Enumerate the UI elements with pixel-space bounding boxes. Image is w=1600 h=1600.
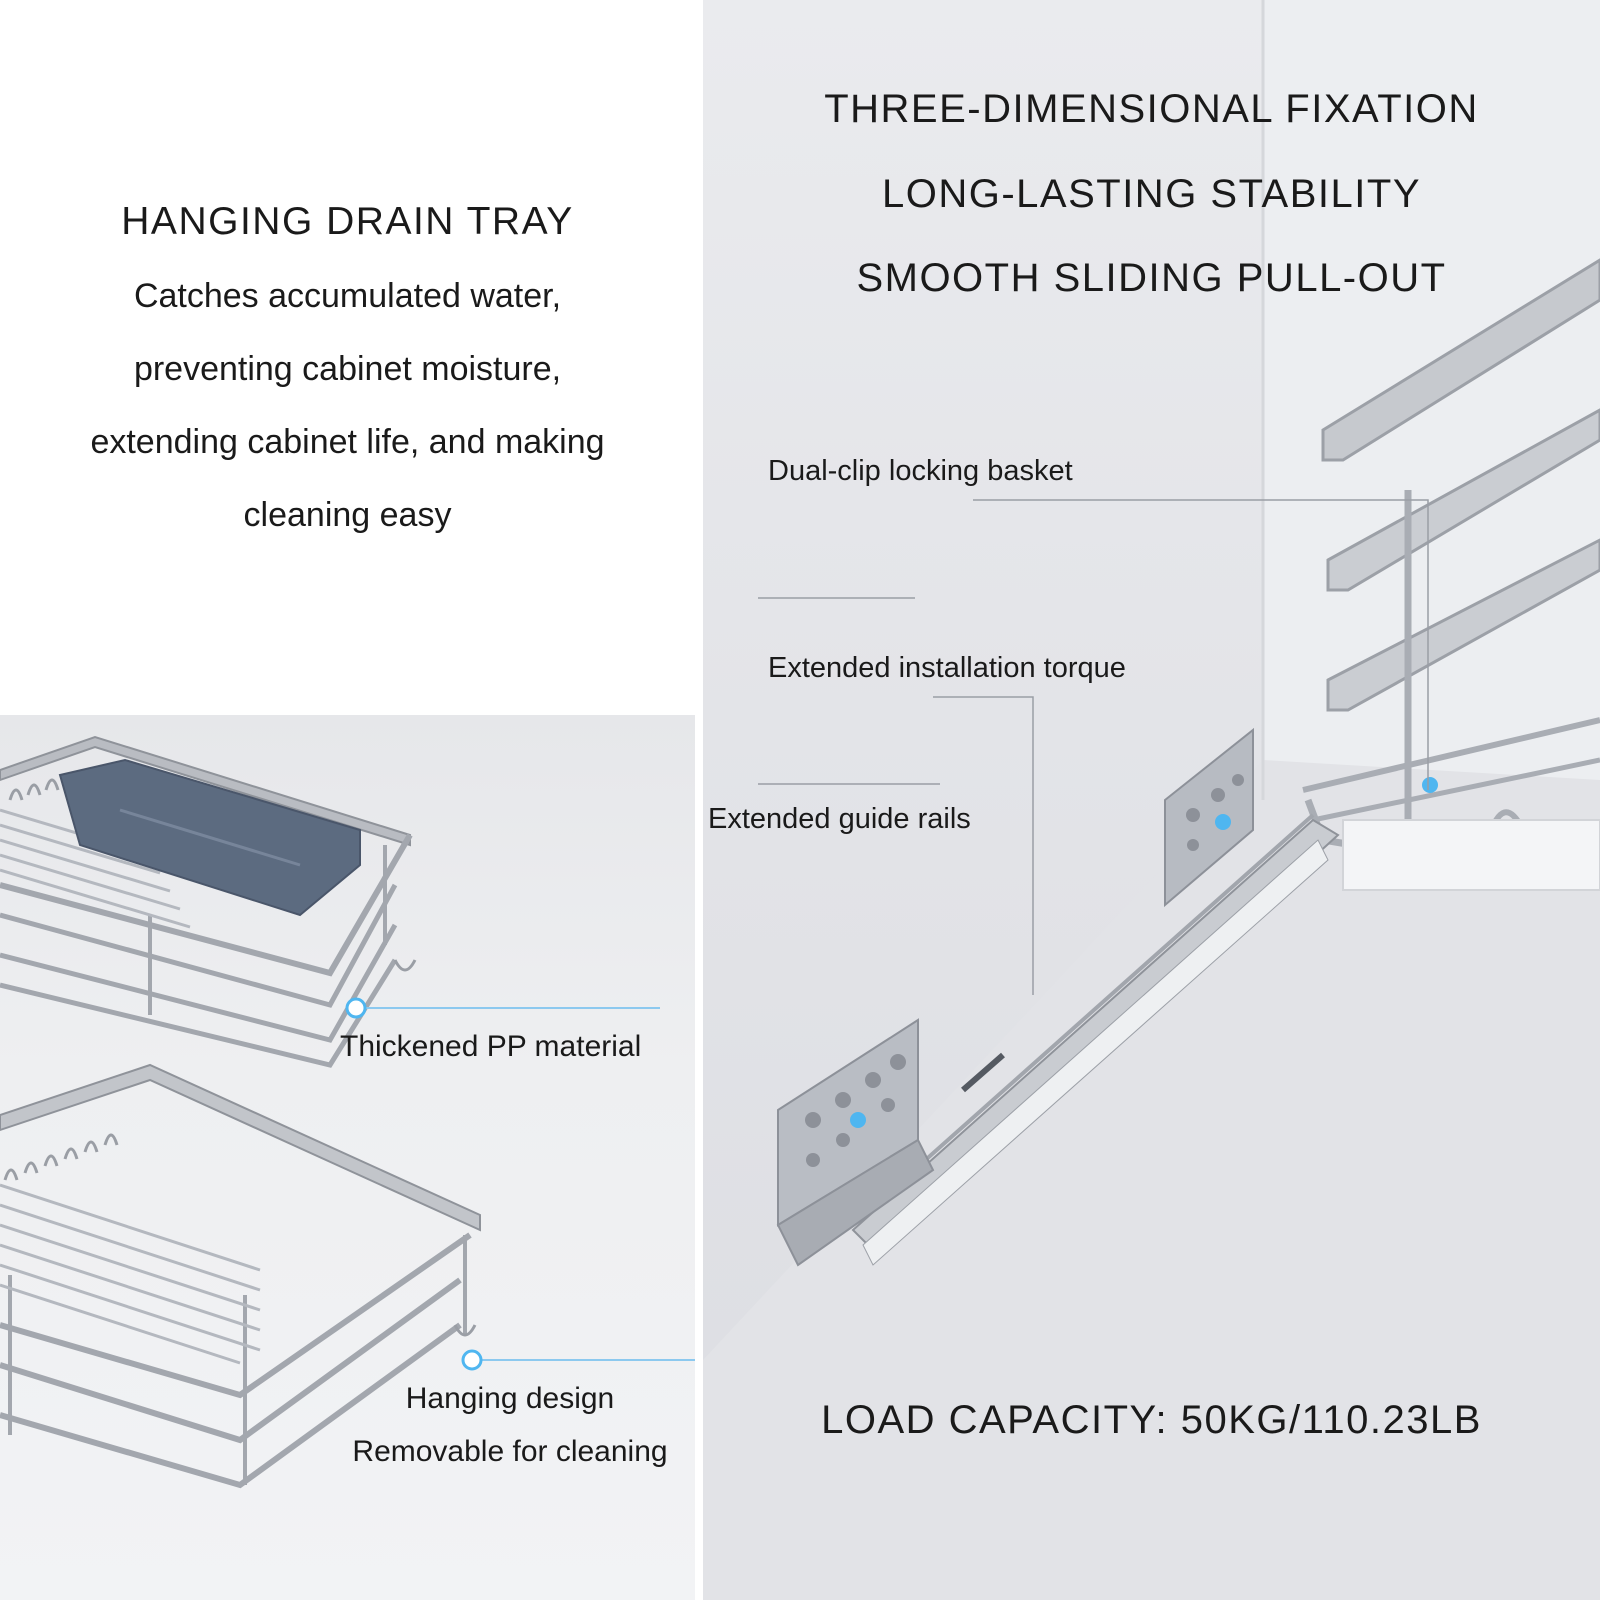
drain-tray-line-3: extending cabinet life, and making xyxy=(90,423,605,461)
material-callout-label: Thickened PP material xyxy=(340,1030,642,1063)
lower-basket xyxy=(0,1063,481,1489)
drain-tray-line-4: cleaning easy xyxy=(243,496,452,534)
cabinet-floor xyxy=(703,760,1600,1600)
slide-rail-illustration xyxy=(703,0,1600,1600)
hanging-callout-label-1: Hanging design xyxy=(405,1382,615,1415)
callout-lines xyxy=(758,499,1429,995)
front-bracket xyxy=(776,1018,935,1267)
upper-basket xyxy=(0,735,417,1068)
callout-installation-torque: Extended installation torque xyxy=(768,652,1126,684)
slide-rail-panel: THREE-DIMENSIONAL FIXATION LONG-LASTING … xyxy=(703,0,1600,1600)
basket-photo-panel: Thickened PP material Hanging design Rem… xyxy=(0,715,695,1600)
headline-sliding: SMOOTH SLIDING PULL-OUT xyxy=(856,256,1447,300)
front-bracket-dot xyxy=(850,1112,866,1128)
rear-bracket xyxy=(1164,727,1254,908)
hanging-callout-label-2: Removable for cleaning xyxy=(352,1435,668,1468)
guide-rail xyxy=(851,813,1340,1266)
callout-dual-clip: Dual-clip locking basket xyxy=(768,455,1073,487)
headline-fixation: THREE-DIMENSIONAL FIXATION xyxy=(824,87,1479,131)
load-capacity: LOAD CAPACITY: 50KG/110.23LB xyxy=(821,1398,1482,1442)
callout-guide-rails: Extended guide rails xyxy=(708,803,971,835)
material-callout-dot xyxy=(345,997,367,1019)
drain-tray-line-2: preventing cabinet moisture, xyxy=(133,350,562,388)
drain-tray-panel: HANGING DRAIN TRAY Catches accumulated w… xyxy=(0,0,695,715)
panel-divider xyxy=(695,0,703,1600)
rear-bracket-dot xyxy=(1215,814,1231,830)
hanging-callout-dot xyxy=(461,1349,483,1371)
drain-tray-line-1: Catches accumulated water, xyxy=(133,277,562,315)
wire-basket xyxy=(1302,258,1600,891)
basket-clip-dot xyxy=(1422,777,1438,793)
headline-stability: LONG-LASTING STABILITY xyxy=(881,172,1422,216)
basket-illustration xyxy=(0,735,695,1489)
drain-tray-heading: HANGING DRAIN TRAY xyxy=(121,200,574,243)
